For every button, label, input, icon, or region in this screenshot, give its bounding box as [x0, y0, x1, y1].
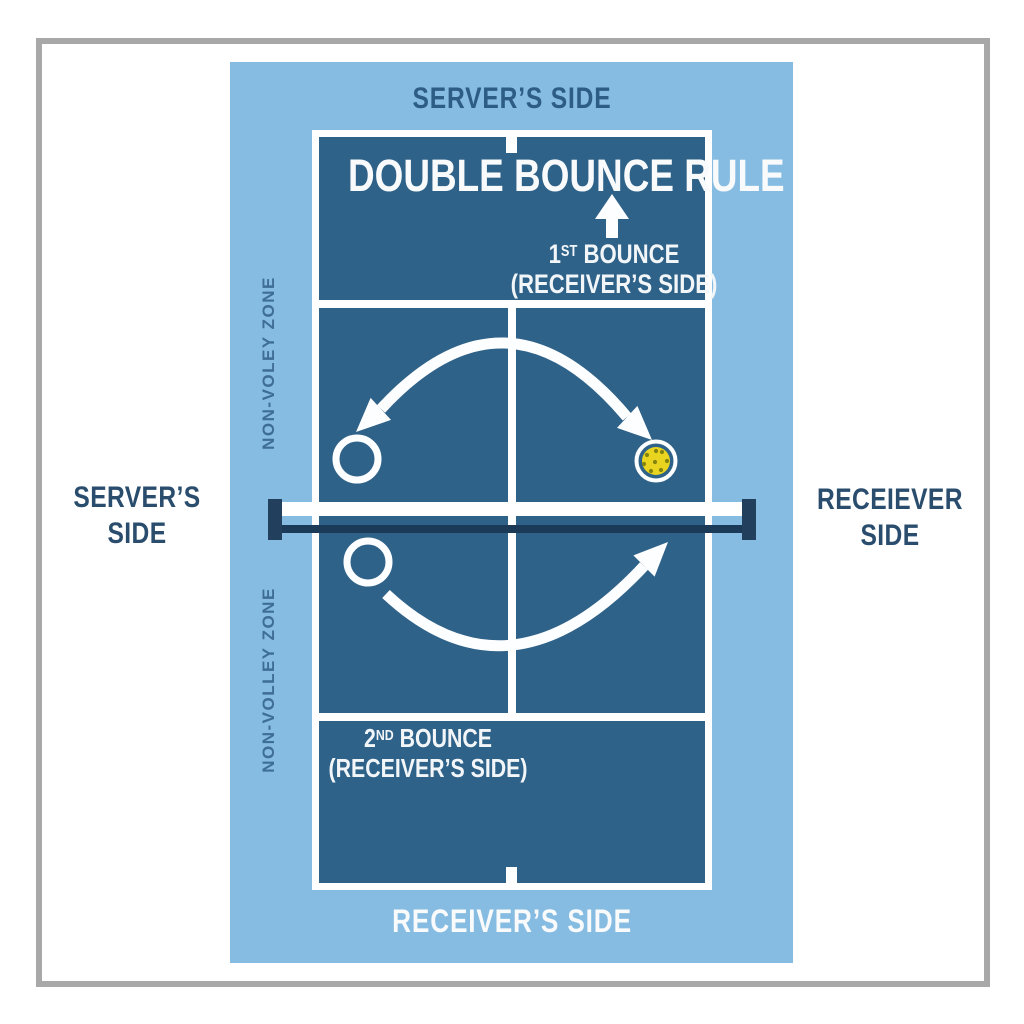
net-post-left — [268, 499, 282, 540]
center-mark-top — [506, 137, 517, 153]
net-cord — [276, 525, 748, 533]
second-bounce-subline: (RECEIVER’S SIDE) — [328, 752, 528, 783]
kitchen-line-bottom — [312, 713, 712, 721]
label-servers-side-left: SERVER’S SIDE — [73, 481, 201, 550]
net-tape — [276, 502, 748, 516]
annotation-second-bounce: 2ND BOUNCE (RECEIVER’S SIDE) — [309, 721, 547, 783]
label-receivers-side-bottom: RECEIVER’S SIDE — [392, 903, 632, 939]
label-receiver-side-right: RECEIEVER SIDE — [817, 483, 963, 552]
first-bounce-subline: (RECEIVER’S SIDE) — [510, 269, 718, 300]
annotation-first-bounce: 1ST BOUNCE (RECEIVER’S SIDE) — [495, 237, 733, 299]
kitchen-line-top — [312, 300, 712, 308]
net-post-right — [742, 499, 756, 540]
outer-frame — [36, 38, 990, 987]
center-mark-bottom — [506, 867, 517, 883]
label-servers-side-top: SERVER’S SIDE — [412, 82, 612, 115]
first-bounce-line: 1ST BOUNCE — [548, 239, 680, 270]
second-bounce-line: 2ND BOUNCE — [363, 722, 493, 753]
